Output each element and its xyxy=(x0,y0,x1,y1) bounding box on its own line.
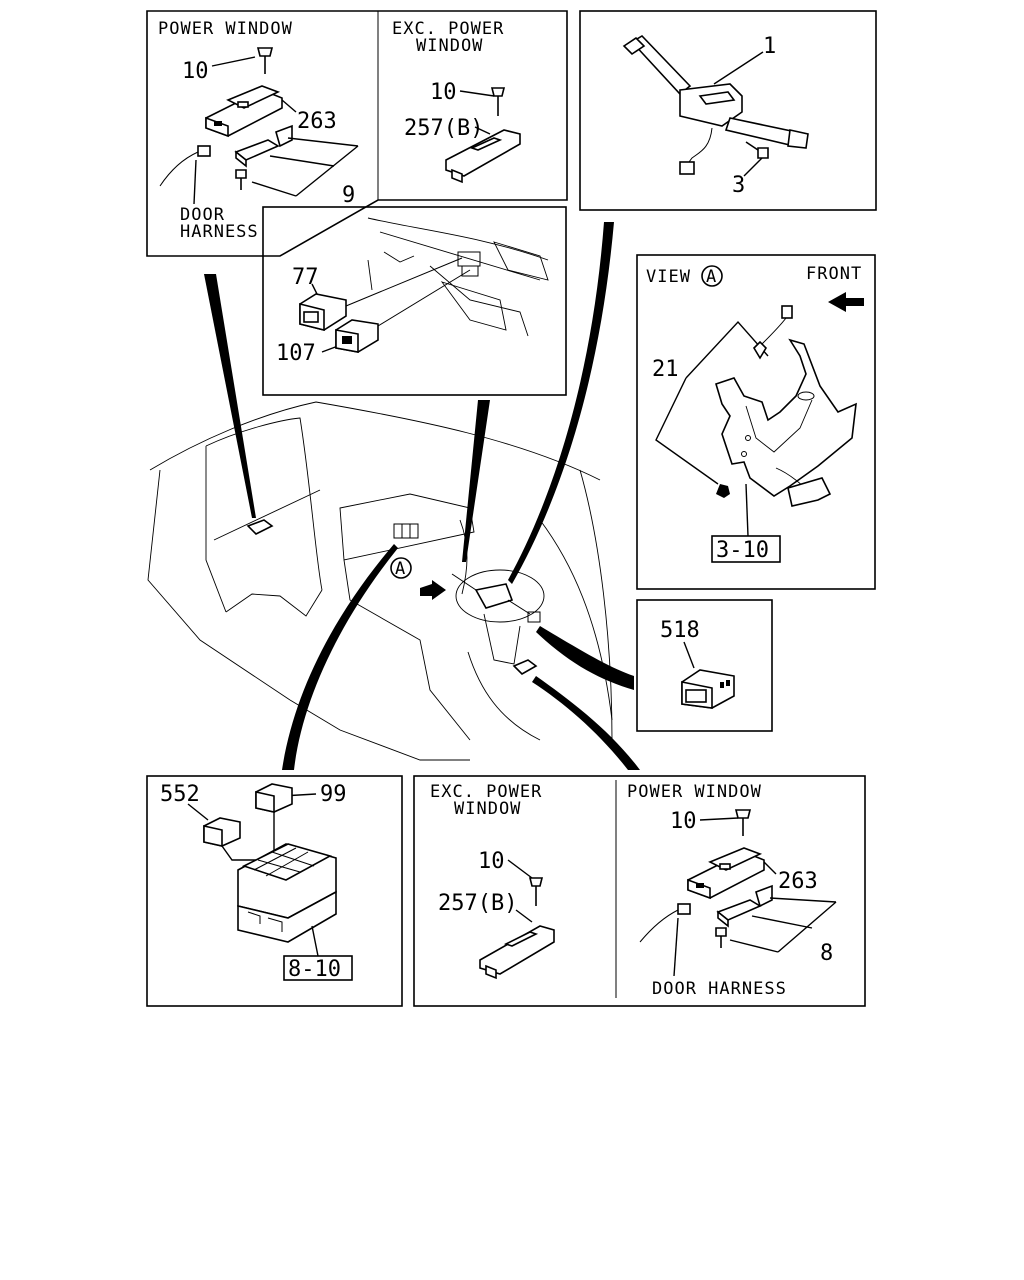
ref-box-8-10: 8-10 xyxy=(288,957,341,982)
callout-99: 99 xyxy=(320,782,347,807)
panel-relays: 552 99 8-10 xyxy=(146,775,403,1007)
panel-power-window-top: POWER WINDOW EXC. POWER WINDOW 10 263 9 xyxy=(146,10,568,257)
title-exc-window: WINDOW xyxy=(416,36,483,56)
exc-window-switch xyxy=(445,129,521,184)
screw-icon xyxy=(757,147,769,159)
screw-icon xyxy=(528,877,544,887)
callout-1: 1 xyxy=(763,34,776,59)
callout-107: 107 xyxy=(276,341,316,366)
callout-10d: 10 xyxy=(670,809,697,834)
pedal-bracket xyxy=(715,338,857,507)
view-circle-a: A xyxy=(706,267,717,287)
callout-257b-b: 257(B) xyxy=(438,891,517,916)
screw-icon xyxy=(490,87,506,97)
callout-21: 21 xyxy=(652,357,679,382)
panel-combination-switch: 1 3 xyxy=(579,10,877,211)
power-window-switch xyxy=(205,85,283,138)
panel-view-a: VIEW A FRONT 21 3-10 xyxy=(636,254,876,590)
panel-dash-switches: 77 107 xyxy=(262,206,567,396)
panel-power-window-bottom: EXC. POWER WINDOW POWER WINDOW 10 257(B)… xyxy=(413,775,866,1007)
title-power-window-b: POWER WINDOW xyxy=(627,782,762,802)
label-door: DOOR xyxy=(180,205,225,225)
label-front: FRONT xyxy=(806,264,862,284)
relay-99 xyxy=(255,783,293,813)
relay-552 xyxy=(203,817,241,847)
vehicle-view-marker: A xyxy=(395,559,406,579)
screw-icon xyxy=(256,47,274,57)
title-exc-power: EXC. POWER xyxy=(392,19,504,39)
title-power-window: POWER WINDOW xyxy=(158,19,293,39)
callout-77: 77 xyxy=(292,265,319,290)
callout-9: 9 xyxy=(342,183,355,208)
switch-77 xyxy=(299,293,347,332)
callout-3: 3 xyxy=(732,173,745,198)
callout-8: 8 xyxy=(820,941,833,966)
callout-10: 10 xyxy=(182,59,209,84)
title-exc-power-b: EXC. POWER xyxy=(430,782,542,802)
power-window-switch-b xyxy=(687,847,765,900)
switch-107 xyxy=(335,319,379,353)
callout-518: 518 xyxy=(660,618,700,643)
view-arrow-icon xyxy=(420,580,446,600)
label-door-harness: DOOR HARNESS xyxy=(652,979,787,999)
callout-257b: 257(B) xyxy=(404,116,483,141)
stop-lamp-switch xyxy=(752,340,768,360)
label-view: VIEW xyxy=(646,267,691,287)
callout-263: 263 xyxy=(297,109,337,134)
title-exc-window-b: WINDOW xyxy=(454,799,521,819)
combination-switch xyxy=(622,34,809,175)
connector-icon xyxy=(677,903,691,915)
panel-switch-518: 518 xyxy=(636,599,773,732)
screw-icon xyxy=(715,927,727,937)
front-arrow-icon xyxy=(828,292,864,312)
switch-518 xyxy=(681,669,735,709)
screw-icon xyxy=(734,809,752,819)
exc-window-switch-b xyxy=(479,925,555,980)
label-harness: HARNESS xyxy=(180,222,259,242)
ref-box-3-10: 3-10 xyxy=(716,538,769,563)
pointer-tails xyxy=(204,222,640,770)
callout-263-b: 263 xyxy=(778,869,818,894)
callout-552: 552 xyxy=(160,782,200,807)
fuse-relay-box xyxy=(237,843,337,943)
connector-icon xyxy=(197,145,211,157)
vehicle-interior: A xyxy=(147,401,613,761)
callout-10b: 10 xyxy=(430,80,457,105)
screw-icon xyxy=(235,169,247,179)
callout-10c: 10 xyxy=(478,849,505,874)
